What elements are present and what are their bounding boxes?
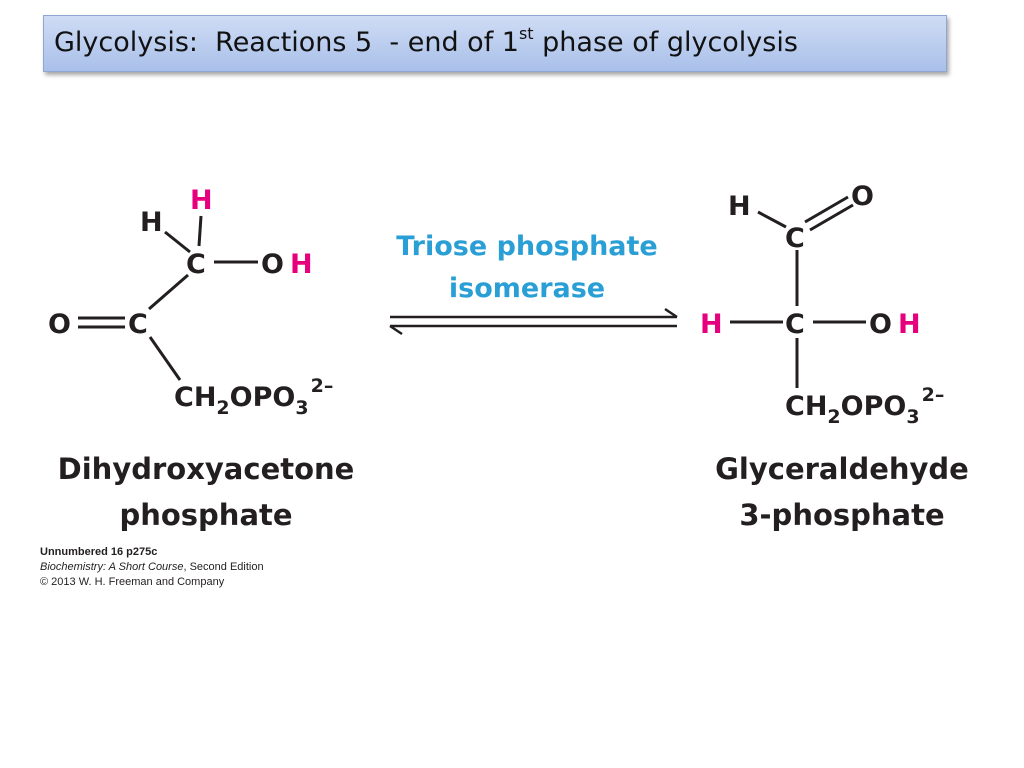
dhap-phosphate-group: CH2OPO32–: [174, 375, 333, 419]
title-end-text: phase of glycolysis: [533, 27, 798, 58]
dhap-charge: 2–: [311, 375, 334, 397]
dhap-bond-c-c: [148, 273, 189, 311]
gap-name-line1: Glyceraldehyde: [715, 452, 969, 486]
credit-edition: , Second Edition: [183, 561, 264, 573]
enzyme-label-line2: isomerase: [449, 273, 605, 304]
figure-credit: Unnumbered 16 p275c Biochemistry: A Shor…: [40, 545, 264, 590]
dhap-c-mid: C: [128, 309, 148, 340]
gap-bonds: [730, 195, 866, 388]
dhap-oh-h: H: [290, 249, 313, 280]
gap-sub-3: 3: [906, 406, 919, 428]
slide-title: Glycolysis: Reactions 5 - end of 1st pha…: [54, 24, 798, 59]
equilibrium-arrows: [389, 307, 678, 336]
gap-oh-h: H: [898, 309, 921, 340]
gap-double-bond-2: [809, 203, 854, 232]
title-main-text: Glycolysis: Reactions 5 - end of 1: [54, 27, 519, 58]
title-superscript: st: [518, 24, 534, 43]
credit-book-line: Biochemistry: A Short Course, Second Edi…: [40, 560, 264, 575]
gap-c-top: C: [785, 223, 805, 254]
gap-h-left: H: [700, 309, 723, 340]
slide-title-box: Glycolysis: Reactions 5 - end of 1st pha…: [43, 15, 947, 72]
dhap-bond-c-h-top: [197, 215, 203, 247]
gap-c-mid: C: [785, 309, 805, 340]
dhap-ch-text: CH: [174, 382, 216, 413]
gap-bond-c-h: [757, 210, 787, 229]
dhap-bonds: [78, 215, 258, 381]
dhap-name-line1: Dihydroxyacetone: [58, 452, 355, 486]
gap-ch-text: CH: [785, 391, 827, 422]
gap-sub-2: 2: [827, 406, 840, 428]
credit-copyright: © 2013 W. H. Freeman and Company: [40, 576, 225, 588]
gap-opo-text: OPO: [841, 391, 907, 422]
reverse-arrow-head: [389, 324, 403, 336]
gap-charge: 2–: [922, 384, 945, 406]
gap-o-top: O: [851, 181, 874, 212]
gap-name-line2: 3-phosphate: [739, 498, 944, 532]
dhap-h-left: H: [140, 207, 163, 238]
dhap-h-top: H: [190, 185, 213, 216]
dhap-sub-3: 3: [295, 397, 308, 419]
gap-oh-o: O: [869, 309, 892, 340]
forward-arrow-head: [664, 307, 678, 319]
dhap-name-line2: phosphate: [119, 498, 292, 532]
credit-figure-id: Unnumbered 16 p275c: [40, 546, 158, 558]
dhap-c-top: C: [186, 249, 206, 280]
dhap-opo-text: OPO: [230, 382, 296, 413]
gap-phosphate-group: CH2OPO32–: [785, 384, 944, 428]
dhap-o-carbonyl: O: [48, 309, 71, 340]
dhap-sub-2: 2: [216, 397, 229, 419]
dhap-oh-o: O: [261, 249, 284, 280]
gap-double-bond-1: [804, 195, 849, 224]
gap-h-top: H: [728, 191, 751, 222]
enzyme-label-line1: Triose phosphate: [396, 231, 658, 262]
dhap-bond-c-ch2: [148, 336, 182, 381]
dhap-bond-c-h-left: [164, 230, 191, 254]
credit-book-title: Biochemistry: A Short Course: [40, 561, 184, 573]
